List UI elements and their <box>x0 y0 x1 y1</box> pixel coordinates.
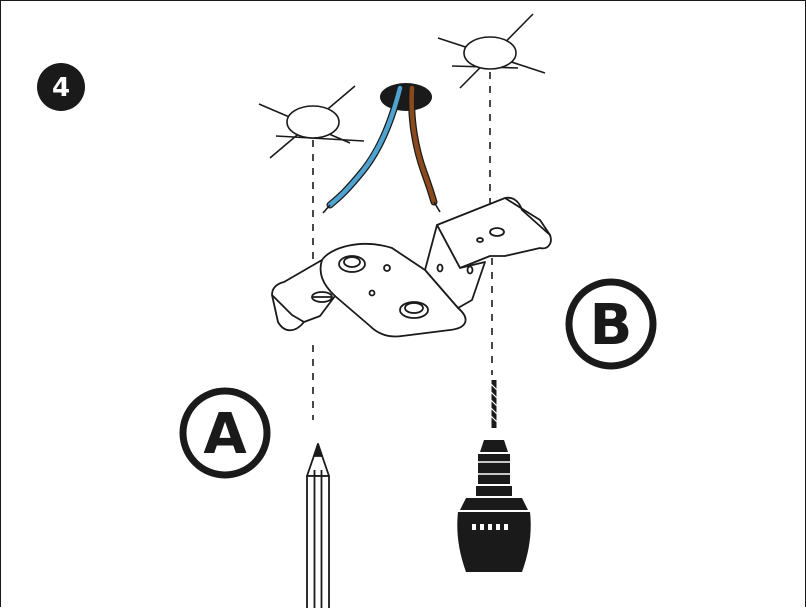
callout-a: A <box>179 387 271 479</box>
pencil-icon <box>306 443 330 608</box>
ceiling-mark-icon <box>258 85 365 159</box>
callout-b: B <box>565 278 657 370</box>
drill-icon <box>457 380 531 572</box>
callout-a-label: A <box>203 402 247 467</box>
step-badge: 4 <box>37 63 85 111</box>
step-number: 4 <box>52 73 70 103</box>
mounting-bracket-icon <box>271 196 552 338</box>
callout-b-label: B <box>590 293 633 358</box>
ceiling-mark-icon <box>437 13 546 89</box>
guide-lines <box>312 72 493 420</box>
electrical-wires-icon <box>322 83 441 214</box>
